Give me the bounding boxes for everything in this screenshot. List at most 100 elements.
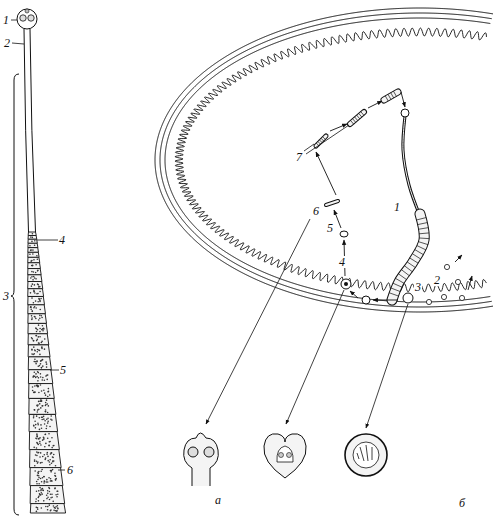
uterus-dot	[34, 244, 36, 246]
uterus-dot	[31, 241, 33, 243]
proglottid	[28, 289, 44, 297]
uterus-dot	[40, 462, 42, 464]
uterus-dot	[35, 264, 37, 266]
uterus-dot	[37, 386, 39, 388]
uterus-dot	[52, 456, 54, 458]
uterus-dot	[56, 510, 58, 512]
uterus-dot	[46, 363, 48, 365]
uterus-dot	[44, 434, 46, 436]
uterus-dot	[38, 409, 40, 411]
uterus-dot	[33, 290, 35, 292]
uterus-dot	[38, 438, 40, 440]
uterus-dot	[50, 480, 52, 482]
uterus-dot	[33, 447, 35, 449]
uterus-dot	[33, 302, 35, 304]
uterus-dot	[37, 329, 39, 331]
uterus-dot	[36, 384, 38, 386]
cysticercus-inset	[264, 434, 306, 478]
uterus-dot	[43, 454, 45, 456]
uterus-dot	[32, 279, 34, 281]
uterus-dot	[33, 424, 35, 426]
proglottid	[28, 323, 48, 333]
uterus-dot	[43, 500, 45, 502]
whole-worm	[11, 9, 66, 515]
segment-line	[357, 115, 360, 119]
uterus-dot	[35, 272, 37, 274]
oncosphere-core	[344, 282, 348, 286]
uterus-dot	[33, 307, 35, 309]
uterus-dot	[36, 385, 38, 387]
uterus-dot	[35, 307, 37, 309]
uterus-dot	[45, 394, 47, 396]
egg-stage	[403, 293, 413, 303]
uterus-dot	[45, 443, 47, 445]
uterus-dot	[49, 499, 51, 501]
cycle-arrow	[401, 92, 405, 107]
uterus-dot	[49, 504, 51, 506]
uterus-dot	[34, 465, 36, 467]
uterus-dot	[40, 478, 42, 480]
uterus-dot	[55, 475, 57, 477]
uterus-dot	[40, 384, 42, 386]
uterus-dot	[42, 456, 44, 458]
uterus-dot	[30, 306, 32, 308]
uterus-dot	[40, 490, 42, 492]
proglottid	[30, 468, 63, 486]
uterus-dot	[43, 476, 45, 478]
uterus-dot	[36, 455, 38, 457]
egg-inset	[345, 434, 387, 476]
uterus-dot	[31, 353, 33, 355]
proglottid	[29, 384, 55, 399]
uterus-dot	[38, 475, 40, 477]
uterus-dot	[36, 376, 38, 378]
uterus-dot	[47, 493, 49, 495]
uterus-dot	[44, 420, 46, 422]
uterus-dot	[34, 350, 36, 352]
proglottid	[28, 248, 39, 253]
uterus-dot	[52, 501, 54, 503]
evaginated-scolex	[326, 201, 338, 205]
uterus-dot	[41, 348, 43, 350]
uterus-dot	[48, 391, 50, 393]
uterus-dot	[35, 377, 37, 379]
uterus-dot	[42, 405, 44, 407]
proglottid	[28, 296, 45, 304]
uterus-dot	[39, 301, 41, 303]
cycle-arrow	[468, 276, 472, 290]
segment-line	[398, 274, 406, 280]
cycle-arrow	[368, 101, 382, 108]
embryo-hook	[360, 447, 364, 461]
uterus-dot	[46, 425, 48, 427]
uterus-dot	[34, 392, 36, 394]
uterus-dot	[49, 461, 51, 463]
uterus-dot	[51, 496, 53, 498]
uterus-dot	[50, 452, 52, 454]
segment-line	[319, 140, 322, 143]
uterus-dot	[35, 318, 37, 320]
proglottid	[28, 263, 41, 269]
leader-line	[12, 43, 24, 44]
evaginated-scolex	[326, 201, 338, 205]
uterus-dot	[32, 283, 34, 285]
proglottid	[28, 345, 50, 357]
segment-line	[352, 119, 355, 123]
uterus-dot	[47, 452, 49, 454]
uterus-dot	[39, 350, 41, 352]
uterus-dot	[32, 265, 34, 267]
uterus-dot	[33, 276, 35, 278]
uterus-dot	[30, 249, 32, 251]
sucker	[188, 447, 198, 457]
uterus-dot	[36, 460, 38, 462]
uterus-dot	[35, 454, 37, 456]
uterus-dot	[46, 498, 48, 500]
uterus-dot	[41, 367, 43, 369]
intestine-wall	[165, 18, 490, 302]
invaginated-scolex	[277, 446, 293, 462]
leader-line	[11, 20, 17, 21]
cycle-arrow	[350, 291, 358, 298]
uterus-dot	[31, 317, 33, 319]
uterus-dot	[41, 315, 43, 317]
uterus-dot	[38, 298, 40, 300]
uterus-dot	[40, 424, 42, 426]
uterus-dot	[35, 424, 37, 426]
